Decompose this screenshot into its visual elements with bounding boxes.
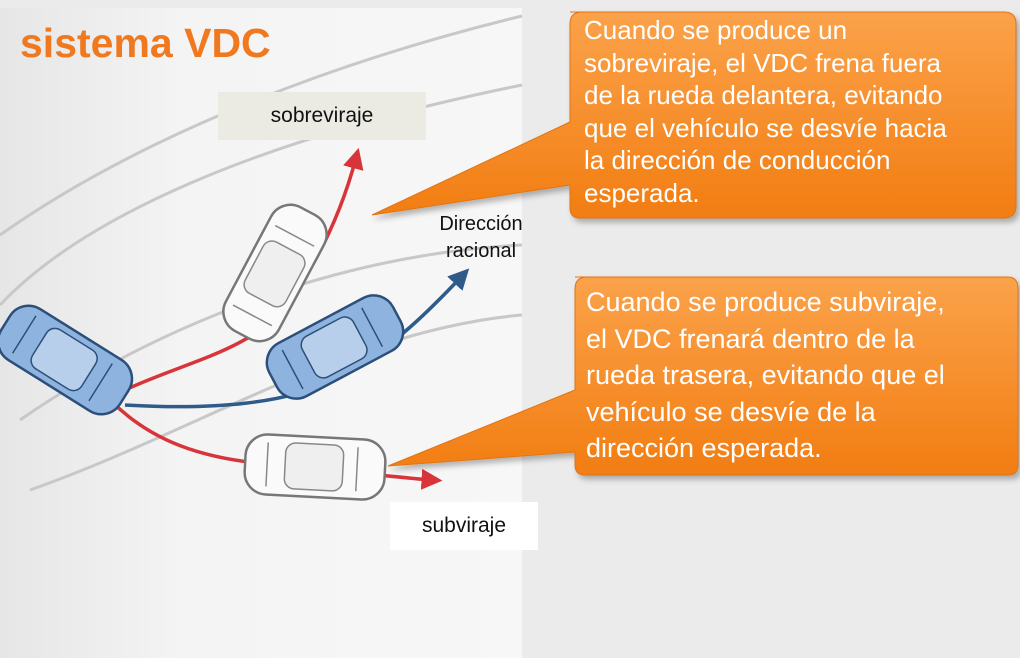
callout-line: rueda trasera, evitando que el (586, 360, 945, 390)
callout-line: vehículo se desvíe de la (586, 396, 876, 427)
callout-line: de la rueda delantera, evitando (584, 80, 943, 110)
callout-line: esperada. (584, 177, 700, 208)
callout-line: que el vehículo se desvíe hacia (584, 112, 947, 143)
callout-line: dirección esperada. (586, 433, 822, 463)
car-blue-start (0, 304, 134, 416)
direction-label: Dirección racional (416, 211, 546, 265)
car-white-oversteer (222, 203, 328, 343)
oversteer-callout-text: Cuando se produce un sobreviraje, el VDC… (584, 14, 947, 209)
slide-title: sistema VDC (20, 20, 271, 66)
callout-line: sobreviraje, el VDC frena fuera (584, 47, 941, 78)
car-white-understeer (243, 433, 387, 501)
callout-line: la dirección de conducción (584, 145, 891, 175)
understeer-callout-text: Cuando se produce subviraje, el VDC fren… (586, 284, 945, 467)
understeer-label: subviraje (390, 502, 538, 550)
direction-label-line2: racional (445, 240, 517, 262)
understeer-callout-bubble (387, 276, 1019, 476)
callout-line: Cuando se produce subviraje, (586, 287, 945, 317)
oversteer-callout-bubble (371, 11, 1017, 219)
direction-label-line1: Dirección (439, 213, 523, 235)
car-blue-middle (265, 294, 405, 400)
callout-line: el VDC frenará dentro de la (586, 323, 915, 354)
callout-line: Cuando se produce un (584, 15, 848, 45)
oversteer-label: sobreviraje (218, 92, 426, 140)
